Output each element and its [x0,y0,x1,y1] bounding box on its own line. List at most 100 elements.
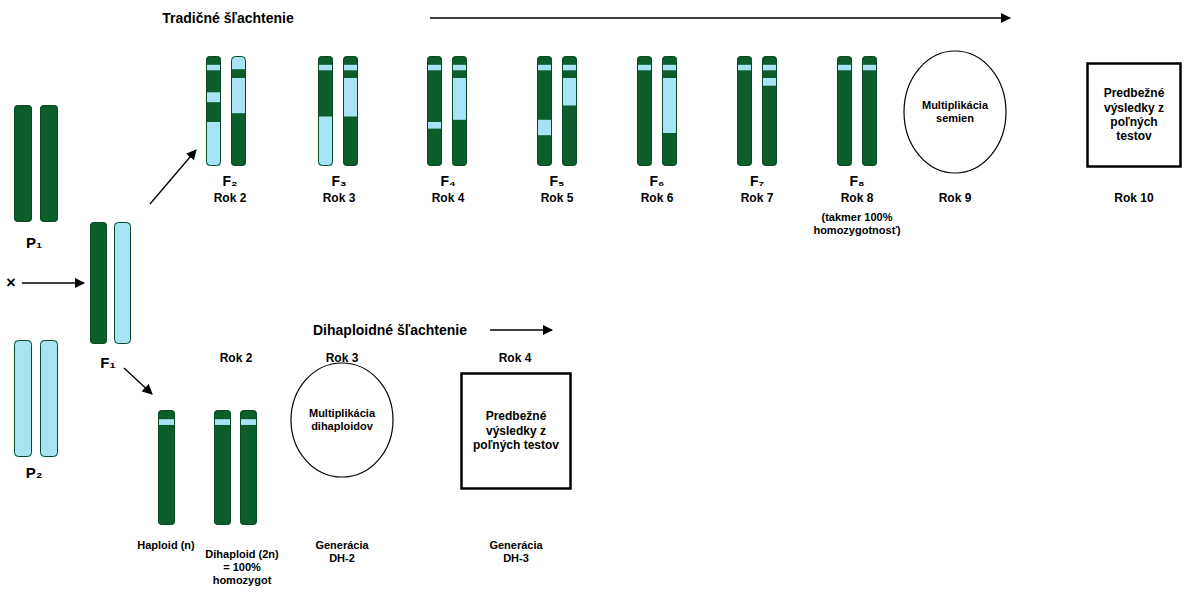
chromosome-band [427,122,442,129]
chromosome-body [862,56,877,166]
chromosome-band [862,65,877,71]
chromosome-outline [41,341,58,457]
chromosome-band [206,122,221,166]
chromosome-body [240,410,257,525]
chromosome-outline [215,411,231,525]
arrow [124,368,152,394]
chromosome [737,56,752,166]
chromosome-body [762,56,777,166]
ellipse-outline [904,51,1006,173]
chromosome [14,105,32,222]
label: Rok 4 [499,351,532,365]
chromosome-outline [638,57,652,166]
chromosome-outline [428,57,442,166]
chromosome [40,105,58,222]
chromosome-band [318,65,333,71]
chromosome [343,56,358,166]
label: (takmer 100% homozygotnosť) [805,211,909,237]
chromosome-band [662,65,677,71]
chromosome-body [662,56,677,166]
chromosome-band [537,120,552,135]
chromosome-outline [241,411,257,525]
label: Rok 8 [841,191,874,205]
chromosome-outline [344,57,358,166]
chromosome [662,56,677,166]
chromosome [318,56,333,166]
chromosome-outline [663,57,677,166]
chromosome-body [40,105,58,222]
box-outline [1088,64,1181,167]
chromosome [862,56,877,166]
label: Dihaploidné šľachtenie [313,322,467,339]
chromosome [537,56,552,166]
chromosome-body [40,340,58,457]
box-outline [462,374,571,489]
chromosome-body [14,340,32,457]
chromosome-outline [763,57,777,166]
arrow [430,17,1010,18]
chromosome-outline [319,57,333,166]
chromosome [90,222,107,344]
chromosome-body [14,105,32,222]
chromosome-outline [115,223,131,344]
label: F₂ [223,173,238,190]
chromosome-band [343,78,358,117]
chromosome-band [427,65,442,71]
chromosome-outline [738,57,752,166]
chromosome [240,410,257,525]
chromosome-body [318,56,333,166]
chromosome-body [114,222,131,344]
chromosome-band [562,65,577,71]
chromosome-body [737,56,752,166]
chromosome-band [837,65,852,71]
chromosome-body [206,56,221,166]
label: F₈ [849,173,864,190]
chromosome-outline [41,106,58,222]
chromosome-band [452,65,467,71]
node-text: Predbežné výsledky z poľných testov [468,409,564,452]
label: Generácia DH-2 [306,539,378,565]
result-box: Predbežné výsledky z poľných testov [460,372,572,490]
chromosome-body [90,222,107,344]
chromosome [562,56,577,166]
label: Haploid (n) [137,539,194,552]
label: Rok 3 [323,191,356,205]
chromosome [427,56,442,166]
label: P₂ [26,464,43,482]
label: F₁ [100,354,115,372]
chromosome-band [762,65,777,71]
process-ellipse: Multiplikácia semien [903,50,1007,174]
chromosome-band [231,69,246,78]
chromosome-body [231,56,246,166]
chromosome-band [206,65,221,71]
chromosome-outline [91,223,107,344]
chromosome-band [231,113,246,166]
chromosome-band [662,78,677,133]
arrow [150,150,196,204]
label: P₁ [26,234,42,252]
label: Rok 2 [220,351,253,365]
label: × [6,273,15,292]
chromosome [452,56,467,166]
ellipse-outline [291,363,393,477]
chromosome-outline [538,57,552,166]
chromosome [837,56,852,166]
chromosome [114,222,131,344]
label: Tradičné šľachtenie [162,10,293,27]
arrow [22,282,84,283]
chromosome [40,340,58,457]
chromosome-body [452,56,467,166]
label: F₄ [440,173,455,190]
chromosome-body [837,56,852,166]
node-text: Multiplikácia semien [917,99,993,125]
chromosome-band [158,419,175,425]
result-box: Predbežné výsledky z poľných testov [1086,62,1182,168]
chromosome [762,56,777,166]
arrow [490,329,552,330]
process-ellipse: Multiplikácia dihaploidov [290,362,394,478]
chromosome-outline [563,57,577,166]
chromosome-body [214,410,231,525]
chromosome-body [158,410,175,525]
chromosome-band [240,419,257,425]
